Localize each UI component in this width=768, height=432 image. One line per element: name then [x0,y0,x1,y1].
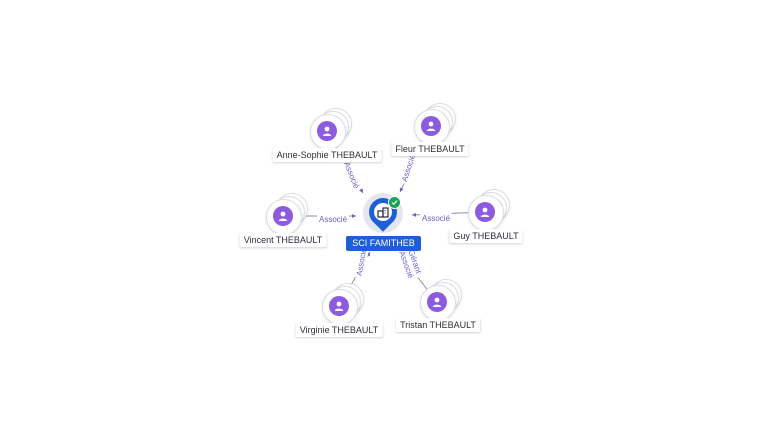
relation-text: Associé [342,161,361,191]
person-node[interactable] [266,193,308,235]
relation-text: Associé [422,214,451,223]
person-node[interactable] [468,189,510,231]
user-icon [421,116,441,136]
person-label[interactable]: Guy THEBAULT [449,229,523,243]
person-node[interactable] [420,279,462,321]
avatar-ring [322,289,358,325]
person-node[interactable] [414,103,456,145]
arrow-icon [412,212,417,217]
person-label[interactable]: Fleur THEBAULT [391,142,469,156]
person-node[interactable] [310,108,352,150]
arrow-icon [366,252,370,257]
relation-label: Associé [340,158,364,192]
arrow-icon [359,188,363,193]
check-icon [388,196,401,209]
user-icon [273,206,293,226]
user-icon [475,202,495,222]
building-icon [374,203,392,221]
person-label[interactable]: Tristan THEBAULT [396,318,480,332]
person-label[interactable]: Anne-Sophie THEBAULT [272,148,382,162]
relation-label: Associé [352,245,370,279]
arrow-icon [352,214,356,218]
relation-label: Associé [397,151,419,185]
user-icon [329,296,349,316]
user-icon [427,292,447,312]
user-icon [317,121,337,141]
relation-text: Associé [319,215,348,224]
person-label[interactable]: Vincent THEBAULT [239,233,327,247]
company-label[interactable]: SCI FAMITHEB [346,236,421,251]
arrow-icon [399,187,404,192]
person-node[interactable] [322,283,364,325]
relation-label: Associé [317,213,349,225]
person-label[interactable]: Virginie THEBAULT [295,323,383,337]
relation-label: Associé [420,212,452,224]
